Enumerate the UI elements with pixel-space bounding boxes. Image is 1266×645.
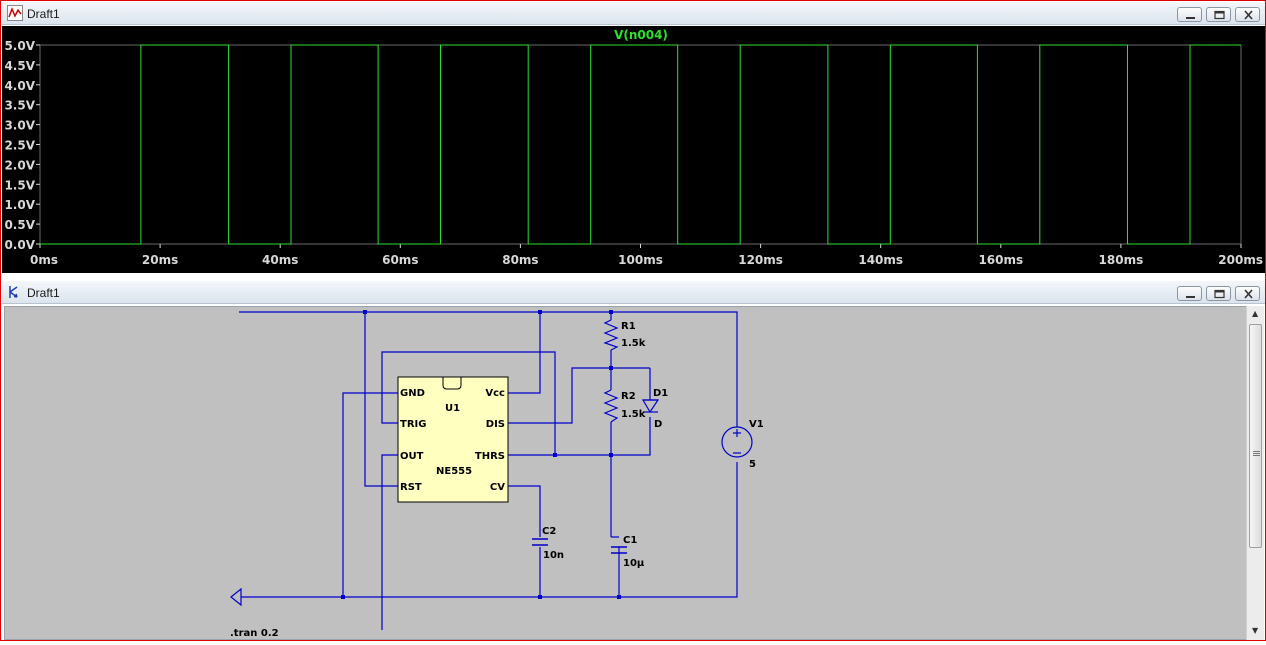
schematic-titlebar[interactable]: Draft1 [2, 281, 1265, 304]
trace-v-n004 [40, 44, 1241, 245]
y-tick-label: 0.0V [4, 238, 35, 252]
spice-directive[interactable]: .tran 0.2 [230, 628, 279, 639]
minimize-button[interactable] [1177, 7, 1202, 22]
x-tick-label: 40ms [262, 253, 298, 267]
maximize-button[interactable] [1206, 7, 1231, 22]
schematic-drawing[interactable]: GND TRIG OUT RST Vcc DIS THRS CV U1 NE55… [5, 307, 1248, 641]
x-tick-label: 180ms [1099, 253, 1144, 267]
schematic-close-button[interactable] [1235, 286, 1260, 301]
schematic-maximize-button[interactable] [1206, 286, 1231, 301]
pin-out: OUT [400, 451, 424, 462]
pin-rst: RST [400, 482, 422, 493]
close-icon [1244, 10, 1253, 20]
trace-label[interactable]: V(n004) [614, 28, 668, 42]
x-tick-label: 60ms [382, 253, 418, 267]
r2-symbol [603, 389, 619, 423]
y-tick-label: 2.0V [4, 158, 35, 172]
x-tick-label: 160ms [978, 253, 1023, 267]
grip-icon [1253, 451, 1260, 452]
close-icon [1244, 289, 1253, 299]
schematic-vertical-scrollbar[interactable]: ▲ ▼ [1246, 306, 1264, 640]
scrollbar-thumb[interactable] [1249, 324, 1262, 548]
waveform-plot-area[interactable]: 0.0V 0.5V 1.0V 1.5V 2.0V 2.5V 3.0V 3.5V 4.0V 4.5V… [2, 26, 1265, 273]
d1-ref[interactable]: D1 [653, 388, 668, 399]
u1-model[interactable]: NE555 [436, 466, 472, 477]
y-tick-label: 3.5V [4, 99, 35, 113]
schematic-minimize-button[interactable] [1177, 286, 1202, 301]
y-tick-label: 4.0V [4, 79, 35, 93]
v1-ref[interactable]: V1 [749, 419, 764, 430]
pin-thrs: THRS [475, 451, 505, 462]
c2-ref[interactable]: C2 [542, 526, 556, 537]
pin-trig: TRIG [400, 419, 426, 430]
scroll-up-arrow-icon[interactable]: ▲ [1252, 309, 1259, 318]
x-tick-label: 200ms [1218, 253, 1263, 267]
y-tick-label: 4.5V [4, 59, 35, 73]
pin-dis: DIS [486, 419, 505, 430]
scroll-down-arrow-icon[interactable]: ▼ [1252, 626, 1259, 635]
x-tick-label: 0ms [30, 253, 58, 267]
c1-symbol [611, 546, 627, 554]
close-button[interactable] [1235, 7, 1260, 22]
y-tick-label: 1.0V [4, 198, 35, 212]
c1-ref[interactable]: C1 [623, 535, 637, 546]
r2-value[interactable]: 1.5k [621, 409, 646, 420]
schematic-icon [9, 286, 18, 298]
v1-value[interactable]: 5 [749, 459, 756, 470]
y-tick-label: 1.5V [4, 178, 35, 192]
r1-ref[interactable]: R1 [621, 321, 636, 332]
d1-value[interactable]: D [654, 419, 662, 430]
x-tick-label: 80ms [502, 253, 538, 267]
schematic-canvas[interactable]: GND TRIG OUT RST Vcc DIS THRS CV U1 NE55… [4, 306, 1247, 640]
u1-body [397, 376, 509, 503]
waveform-chart[interactable]: 0.0V 0.5V 1.0V 1.5V 2.0V 2.5V 3.0V 3.5V 4.0V 4.5V… [2, 26, 1265, 273]
y-tick-label: 0.5V [4, 218, 35, 232]
u1-notch [442, 377, 462, 390]
y-tick-label: 3.0V [4, 119, 35, 133]
maximize-icon [1214, 289, 1225, 299]
c2-symbol [532, 538, 548, 546]
pin-vcc: Vcc [485, 388, 505, 399]
pin-gnd: GND [400, 388, 425, 399]
r1-value[interactable]: 1.5k [621, 338, 646, 349]
minimize-icon [1186, 17, 1195, 19]
c1-value[interactable]: 10µ [623, 558, 645, 569]
x-tick-label: 20ms [142, 253, 178, 267]
junction-dots [341, 310, 621, 599]
r2-ref[interactable]: R2 [621, 391, 636, 402]
minimize-icon [1186, 296, 1195, 298]
x-tick-label: 100ms [618, 253, 663, 267]
y-tick-label: 5.0V [4, 39, 35, 53]
waveform-icon [7, 5, 23, 21]
waveform-titlebar[interactable]: Draft1 [2, 2, 1265, 25]
x-tick-label: 140ms [858, 253, 903, 267]
waveform-window-title: Draft1 [27, 7, 60, 21]
schematic-window-title: Draft1 [27, 286, 60, 300]
plot-frame [39, 44, 1242, 245]
r1-symbol [603, 319, 619, 351]
maximize-icon [1214, 10, 1225, 20]
x-tick-label: 120ms [738, 253, 783, 267]
u1-ref[interactable]: U1 [445, 403, 460, 414]
c2-value[interactable]: 10n [543, 550, 564, 561]
d1-symbol [641, 399, 660, 414]
pin-cv: CV [490, 482, 505, 493]
y-tick-label: 2.5V [4, 139, 35, 153]
v1-symbol [721, 426, 753, 458]
